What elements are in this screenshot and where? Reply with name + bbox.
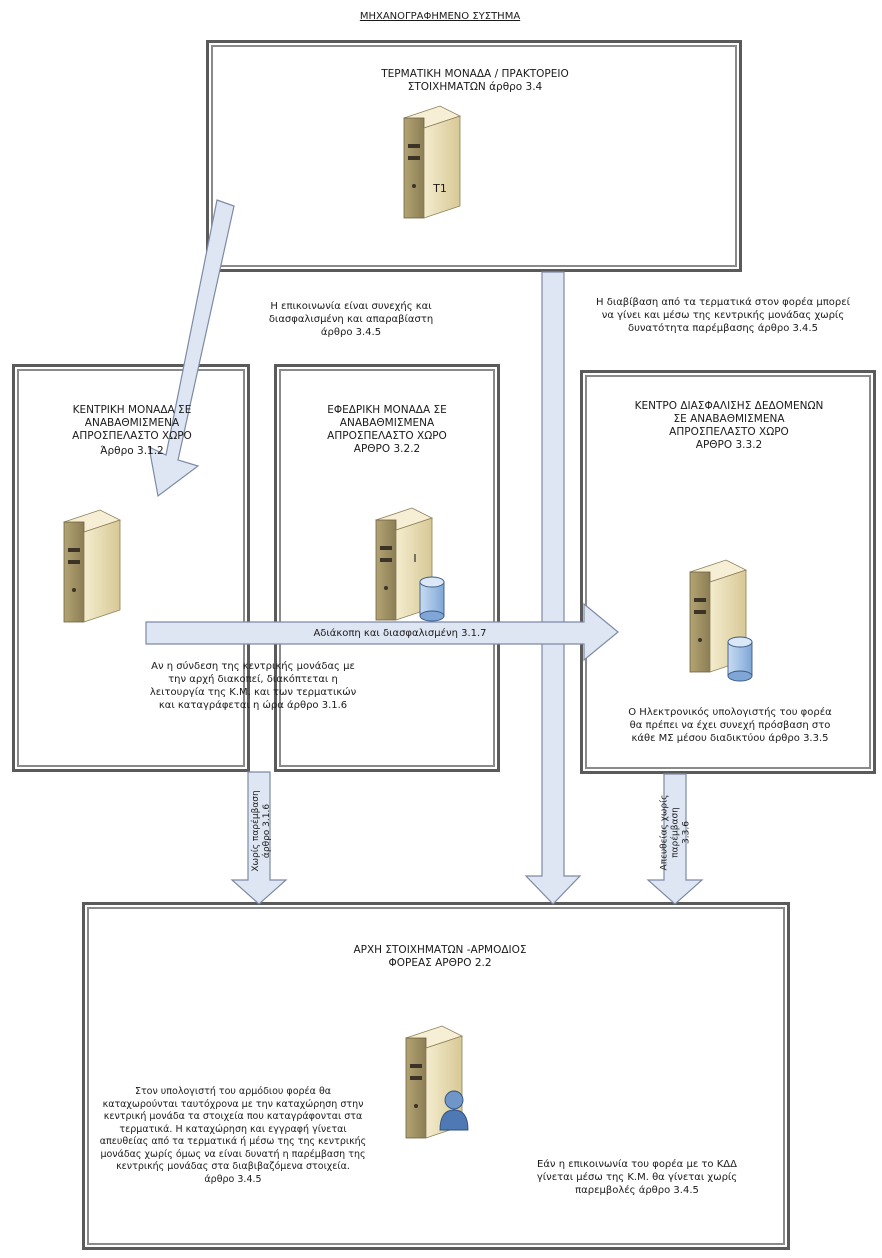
server-icon-central <box>62 509 122 623</box>
betting-authority-label: ΑΡΧΗ ΣΤΟΙΧΗΜΑΤΩΝ -ΑΡΜΟΔΙΟΣ ΦΟΡΕΑΣ ΑΡΘΡΟ … <box>353 944 527 969</box>
horizontal-arrow-label: Αδιάκοπη και διασφαλισμένη 3.1.7 <box>313 628 487 639</box>
communication-note: Η επικοινωνία είναι συνεχής και διασφαλι… <box>268 301 434 338</box>
central-unit-label: ΚΕΝΤΡΙΚΗ ΜΟΝΑΔΑ ΣΕ ΑΝΑΒΑΘΜΙΣΜΕΝΑ ΑΠΡΟΣΠΕ… <box>72 404 192 457</box>
database-icon-backup <box>419 576 445 622</box>
authority-kdd-note: Εάν η επικοινωνία του φορέα με το ΚΔΔ γί… <box>536 1159 738 1196</box>
arrow-terminal-to-central <box>148 199 235 498</box>
terminal-unit-box <box>206 40 742 272</box>
arrow-central-to-authority <box>230 771 288 905</box>
backup-unit-label: ΕΦΕΔΡΙΚΗ ΜΟΝΑΔΑ ΣΕ ΑΝΑΒΑΘΜΙΣΜΕΝΑ ΑΠΡΟΣΠΕ… <box>327 404 447 455</box>
central-unit-box <box>12 364 250 772</box>
transfer-note: Η διαβίβαση από τα τερματικά στον φορέα … <box>596 297 850 334</box>
user-icon-authority <box>439 1090 469 1131</box>
server-icon-datacenter <box>688 559 748 673</box>
server-tag-terminal: T1 <box>433 182 447 195</box>
right-vertical-arrow-label: Απευθείας χωρίς παρέμβαση 3.3.6 <box>659 794 692 871</box>
data-assurance-center-label: ΚΕΝΤΡΟ ΔΙΑΣΦΑΛΙΣΗΣ ΔΕΔΟΜΕΝΩΝ ΣΕ ΑΝΑΒΑΘΜΙ… <box>634 400 824 451</box>
database-icon-datacenter <box>727 636 753 682</box>
terminal-unit-label: ΤΕΡΜΑΤΙΚΗ ΜΟΝΑΔΑ / ΠΡΑΚΤΟΡΕΙΟ ΣΤΟΙΧΗΜΑΤΩ… <box>381 68 569 93</box>
arrow-datacenter-to-authority <box>646 773 704 905</box>
disconnect-note: Αν η σύνδεση της κεντρικής μονάδας με τη… <box>149 661 357 711</box>
backup-unit-box <box>274 364 500 772</box>
diagram-title: ΜΗΧΑΝΟΓΡΑΦΗΜΕΝΟ ΣΥΣΤΗΜΑ <box>359 11 521 22</box>
arrow-terminal-to-authority <box>524 271 582 905</box>
server-tag-backup: I <box>413 552 417 565</box>
left-vertical-arrow-label: Χωρίς παρέμβαση άρθρο 3.1.6 <box>251 790 272 872</box>
data-center-access-note: Ο Ηλεκτρονικός υπολογιστής του φορέα θα … <box>628 707 832 744</box>
authority-recording-note: Στον υπολογιστή του αρμόδιου φορέα θα κα… <box>99 1086 367 1185</box>
betting-authority-box <box>82 902 790 1250</box>
server-icon-terminal <box>402 105 462 219</box>
arrow-central-to-datacenter <box>145 602 619 662</box>
